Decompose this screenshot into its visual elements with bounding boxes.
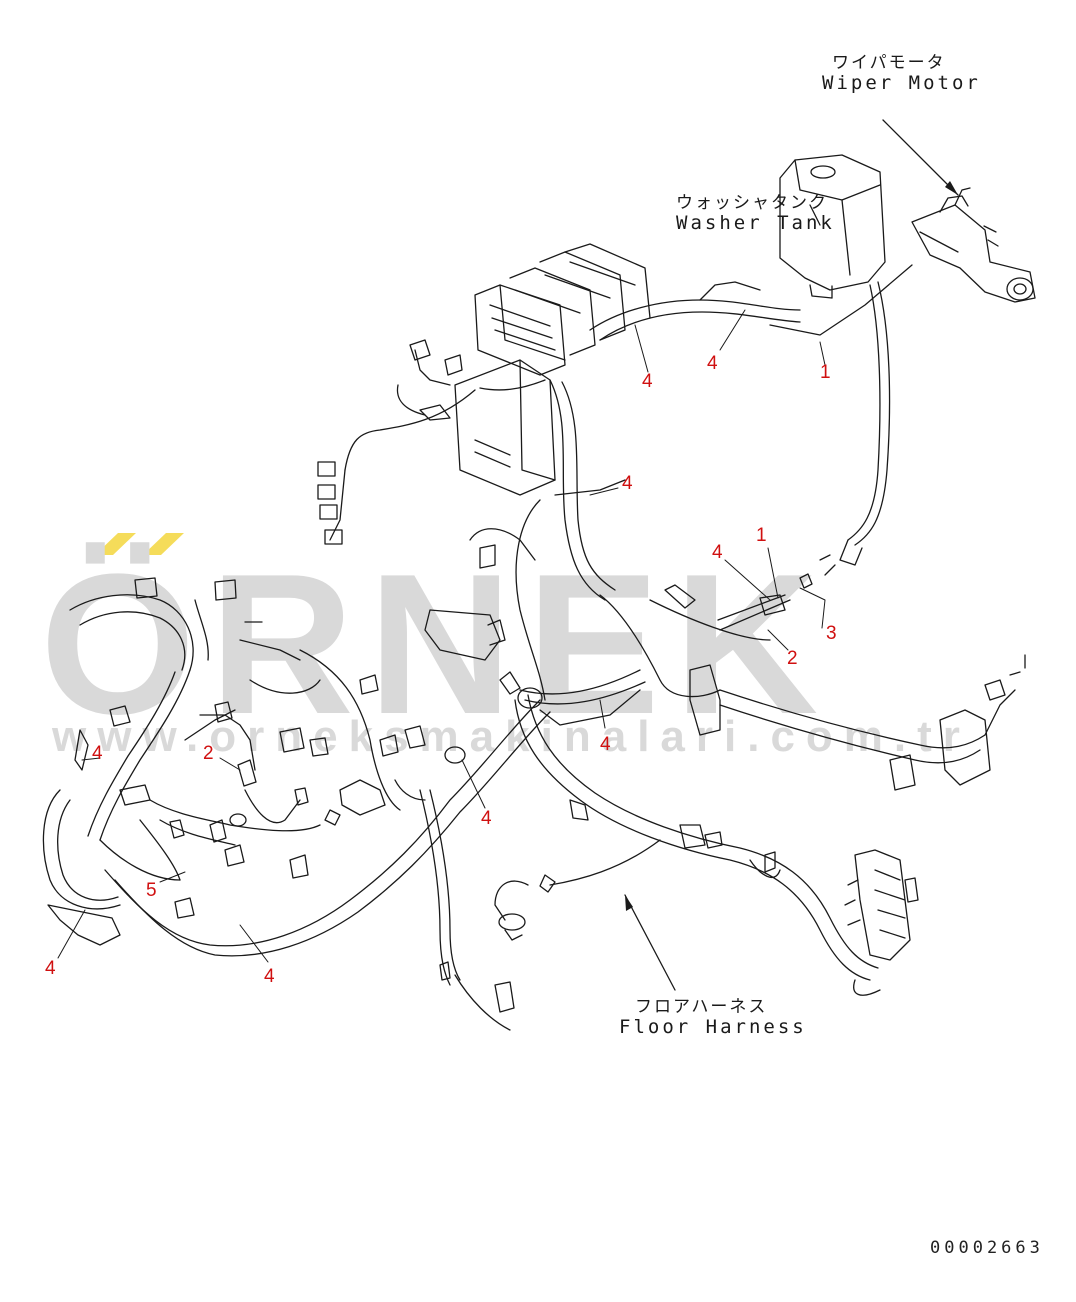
callout-number: 4 <box>622 473 633 494</box>
floor-harness-leader <box>624 894 676 991</box>
wiper-motor-arrow <box>945 181 958 195</box>
callout-number: 1 <box>820 362 831 383</box>
callout-number: 4 <box>92 743 103 764</box>
wiper-motor-label-jp: ワイパモータ <box>832 53 946 73</box>
floor-harness-label-jp: フロアハーネス <box>635 997 768 1017</box>
callout-number: 2 <box>787 648 798 669</box>
callout-number: 4 <box>264 966 275 987</box>
callout-number: 5 <box>146 880 157 901</box>
fuse-box <box>454 243 651 496</box>
floor-harness-main <box>424 594 1026 996</box>
wiper-motor-leader <box>882 119 959 196</box>
callout-number: 4 <box>45 958 56 979</box>
floor-harness-label-en: Floor Harness <box>619 1016 807 1038</box>
watermark-accent-2 <box>143 533 184 555</box>
floor-harness-arrow <box>625 895 633 911</box>
callout-number: 4 <box>707 353 718 374</box>
callout-number: 2 <box>203 743 214 764</box>
washer-tank-label-jp: ウォッシャタンク <box>676 193 828 213</box>
callout-number: 3 <box>826 623 837 644</box>
watermark-accent-1 <box>95 533 136 555</box>
callout-leaders <box>57 309 826 963</box>
callout-number: 4 <box>712 542 723 563</box>
wiper-motor-label-en: Wiper Motor <box>822 72 981 94</box>
washer-tank <box>779 154 886 299</box>
washer-tank-label-en: Washer Tank <box>676 212 835 234</box>
callout-number: 1 <box>756 525 767 546</box>
drawing-number: 00002663 <box>930 1238 1044 1258</box>
washer-tank-leader <box>809 204 821 226</box>
callout-number: 4 <box>642 371 653 392</box>
callout-number: 4 <box>600 734 611 755</box>
left-harness <box>42 577 641 1031</box>
wiper-motor <box>911 187 1036 303</box>
upper-harness <box>317 264 913 701</box>
watermark-brand: ÖRNEK <box>40 533 833 756</box>
callout-number: 4 <box>481 808 492 829</box>
